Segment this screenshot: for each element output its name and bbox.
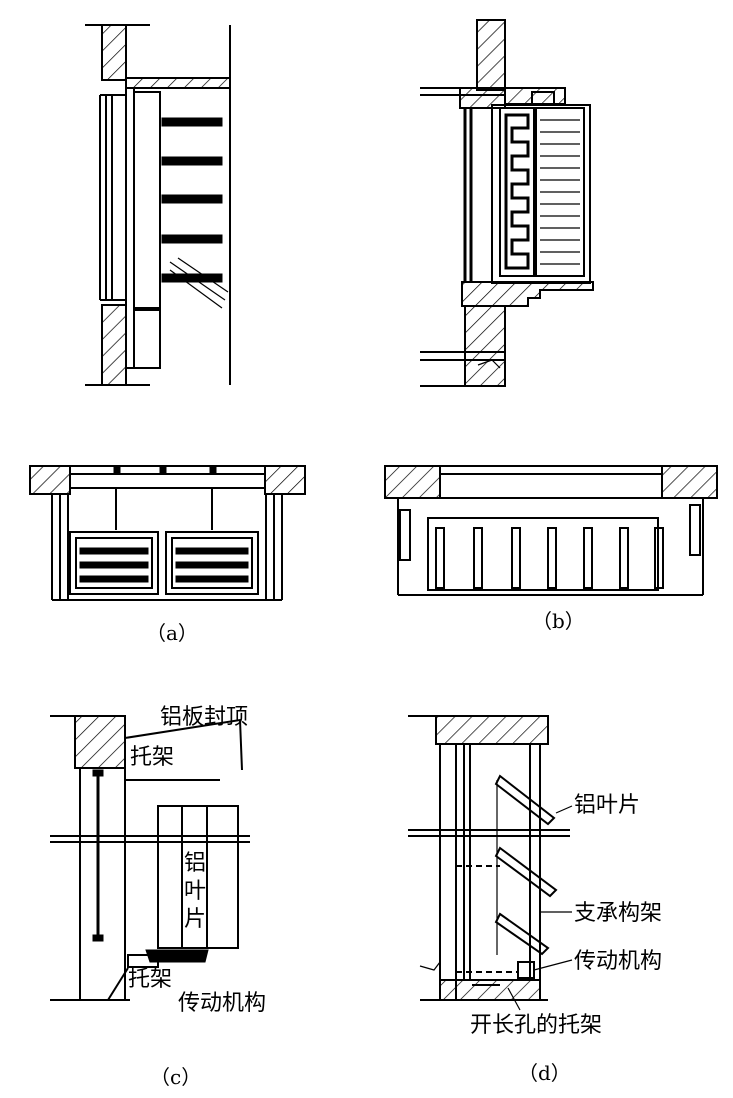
caption-d: （d）	[518, 1061, 571, 1085]
leader-lines	[507, 805, 573, 1011]
label-slotted-bracket: 开长孔的托架	[470, 1013, 602, 1038]
detail-d	[408, 715, 570, 1001]
label-louver-d: 铝叶片	[574, 793, 640, 818]
detail-a-plan	[29, 465, 306, 601]
label-bracket-top: 托架	[130, 745, 174, 770]
label-mechanism-c: 传动机构	[178, 991, 266, 1016]
detail-a-section	[85, 24, 231, 386]
detail-b-plan	[384, 465, 718, 596]
detail-b-section	[420, 19, 594, 387]
detail-c	[50, 715, 250, 1001]
label-bracket-bottom: 托架	[128, 967, 172, 992]
caption-a: （a）	[146, 621, 198, 645]
caption-b: （b）	[532, 609, 585, 633]
label-support-frame: 支承构架	[574, 901, 662, 926]
label-louver-char-1: 铝	[184, 851, 206, 876]
label-louver-char-2: 叶	[184, 879, 206, 904]
label-aluminum-cap: 铝板封顶	[160, 705, 248, 730]
label-louver-char-3: 片	[184, 907, 206, 932]
label-mechanism-d: 传动机构	[574, 949, 662, 974]
caption-c: （c）	[150, 1065, 201, 1089]
